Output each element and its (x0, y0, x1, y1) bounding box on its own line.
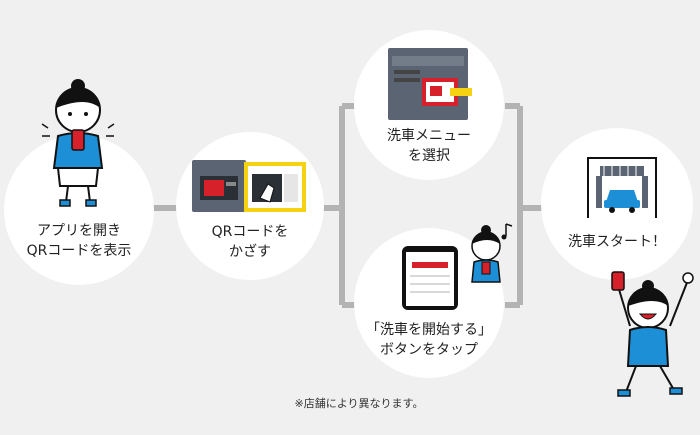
step-2-label: QRコードを かざす (211, 224, 289, 260)
phone-app-illustration (402, 223, 513, 310)
car-wash-gate-illustration (587, 157, 657, 218)
step-1-label: アプリを開き QRコードを表示 (26, 223, 132, 259)
music-note-icon (501, 223, 513, 240)
wash-menu-machine-illustration (388, 48, 472, 120)
cheering-person-illustration (611, 271, 694, 397)
footnote: ※店舗により異なります。 (294, 397, 424, 410)
smartphone-icon (71, 129, 85, 151)
car-wash-machine-icon (388, 48, 468, 120)
step-3a-label: 洗車メニュー を選択 (387, 128, 471, 164)
qr-reader-machine-illustration (192, 160, 306, 212)
smartphone-icon (611, 271, 625, 291)
smartphone-icon (402, 246, 458, 310)
step-4-label: 洗車スタート！ (568, 234, 666, 250)
car-wash-gate-icon (587, 157, 657, 218)
person-holding-phone-illustration (41, 79, 115, 207)
car-wash-machine-icon (192, 160, 246, 212)
step-3b-label: 「洗車を開始する」 ボタンをタップ (366, 322, 492, 358)
